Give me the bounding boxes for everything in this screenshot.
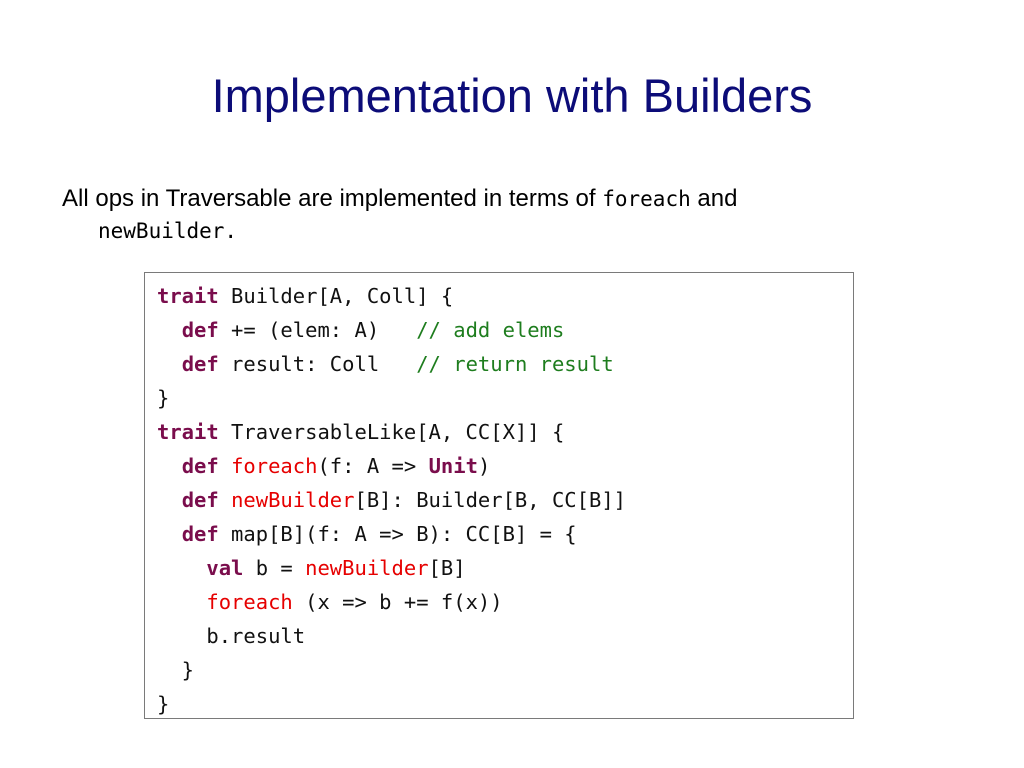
- code-line: }: [157, 687, 626, 721]
- code-text: b.result: [157, 624, 306, 648]
- code-function: foreach: [206, 590, 293, 614]
- code-keyword: def: [181, 488, 219, 512]
- code-text: [157, 318, 182, 342]
- code-line: def newBuilder[B]: Builder[B, CC[B]]: [157, 483, 626, 517]
- code-line: trait Builder[A, Coll] {: [157, 279, 626, 313]
- code-keyword: def: [181, 352, 219, 376]
- bullet-text-mid: and: [690, 185, 738, 212]
- code-text: [157, 556, 206, 580]
- code-line: b.result: [157, 619, 626, 653]
- code-text: }: [157, 692, 170, 716]
- code-keyword: trait: [157, 420, 219, 444]
- bullet-text: All ops in Traversable are implemented i…: [62, 183, 962, 247]
- code-line: }: [157, 653, 626, 687]
- code-text: [B]: Builder[B, CC[B]]: [354, 488, 627, 512]
- code-function: newBuilder: [231, 488, 355, 512]
- code-text: }: [157, 386, 170, 410]
- code-text: [219, 488, 231, 512]
- code-line: def result: Coll // return result: [157, 347, 626, 381]
- code-text: [157, 488, 182, 512]
- code-keyword: Unit: [428, 454, 478, 478]
- code-comment: // add elems: [416, 318, 565, 342]
- code-line: def map[B](f: A => B): CC[B] = {: [157, 517, 626, 551]
- code-comment: // return result: [416, 352, 614, 376]
- code-line: def += (elem: A) // add elems: [157, 313, 626, 347]
- code-text: [157, 352, 182, 376]
- code-text: Builder[A, Coll] {: [218, 284, 454, 308]
- code-listing: trait Builder[A, Coll] { def += (elem: A…: [157, 279, 626, 721]
- code-function: foreach: [231, 454, 318, 478]
- code-line: val b = newBuilder[B]: [157, 551, 626, 585]
- code-line: foreach (x => b += f(x)): [157, 585, 626, 619]
- code-keyword: def: [181, 318, 219, 342]
- code-text: += (elem: A): [218, 318, 417, 342]
- bullet-code-newbuilder: newBuilder.: [98, 219, 238, 243]
- code-text: result: Coll: [218, 352, 417, 376]
- code-block: trait Builder[A, Coll] { def += (elem: A…: [144, 272, 854, 719]
- code-keyword: trait: [157, 284, 219, 308]
- code-keyword: def: [181, 454, 219, 478]
- bullet-text-before: All ops in Traversable are implemented i…: [62, 185, 603, 212]
- code-text: b =: [243, 556, 306, 580]
- code-text: [157, 522, 182, 546]
- code-keyword: val: [206, 556, 244, 580]
- code-text: [B]: [428, 556, 466, 580]
- code-text: ): [477, 454, 491, 478]
- code-text: map[B](f: A => B): CC[B] = {: [218, 522, 577, 546]
- code-line: }: [157, 381, 626, 415]
- code-text: TraversableLike[A, CC[X]] {: [218, 420, 565, 444]
- code-line: def foreach(f: A => Unit): [157, 449, 626, 483]
- bullet-code-foreach: foreach: [602, 187, 691, 211]
- code-text: }: [157, 658, 195, 682]
- code-line: trait TraversableLike[A, CC[X]] {: [157, 415, 626, 449]
- code-text: [157, 590, 206, 614]
- code-text: (f: A =>: [317, 454, 429, 478]
- code-keyword: def: [181, 522, 219, 546]
- code-text: (x => b += f(x)): [292, 590, 503, 614]
- code-function: newBuilder: [305, 556, 429, 580]
- code-text: [219, 454, 231, 478]
- slide-title: Implementation with Builders: [211, 69, 813, 122]
- code-text: [157, 454, 182, 478]
